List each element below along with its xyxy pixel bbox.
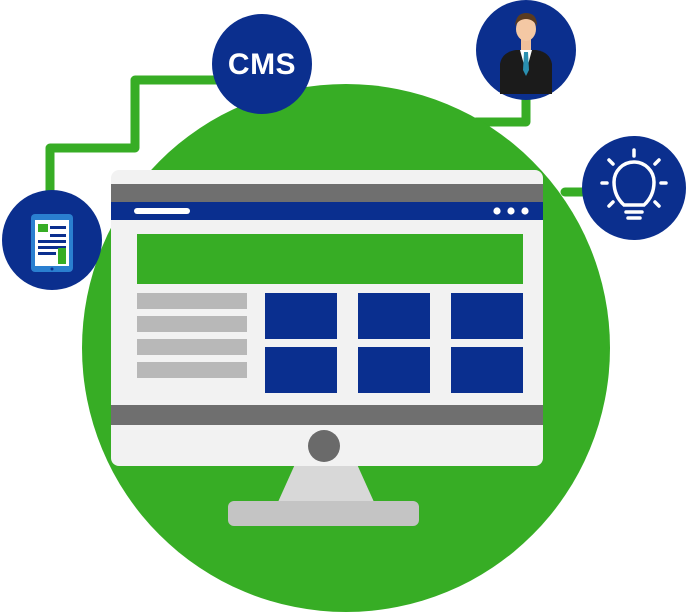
person-badge	[476, 0, 576, 100]
businessman-icon	[500, 13, 552, 94]
sidebar-placeholder-2	[137, 316, 247, 332]
lightbulb-icon	[600, 148, 668, 220]
monitor-stand	[228, 462, 419, 526]
content-tile-1	[265, 293, 337, 339]
stand-base	[228, 501, 419, 526]
content-tile-4	[265, 347, 337, 393]
tablet-checklist-icon	[31, 214, 73, 272]
content-tile-2	[358, 293, 430, 339]
sidebar-placeholder-4	[137, 362, 247, 378]
tablet-badge	[2, 190, 102, 290]
cms-badge-circle	[212, 14, 312, 114]
monitor-top-bar	[111, 184, 543, 202]
stand-neck	[278, 462, 374, 502]
bulb-badge	[582, 136, 686, 240]
content-tile-5	[358, 347, 430, 393]
browser-dot-1	[493, 207, 501, 215]
sidebar-placeholder-3	[137, 339, 247, 355]
cms-badge-label: CMS	[227, 48, 297, 81]
monitor	[111, 170, 543, 466]
browser-dot-2	[507, 207, 515, 215]
browser-header-bar	[111, 202, 543, 220]
sidebar-placeholder-1	[137, 293, 247, 309]
page-hero-banner	[137, 234, 523, 284]
power-button-icon	[308, 430, 340, 462]
connector-tablet-to-cms	[45, 75, 223, 205]
content-tile-3	[451, 293, 523, 339]
content-tile-6	[451, 347, 523, 393]
browser-address-pill	[134, 208, 190, 214]
monitor-bottom-bar	[111, 405, 543, 425]
browser-dot-3	[521, 207, 529, 215]
